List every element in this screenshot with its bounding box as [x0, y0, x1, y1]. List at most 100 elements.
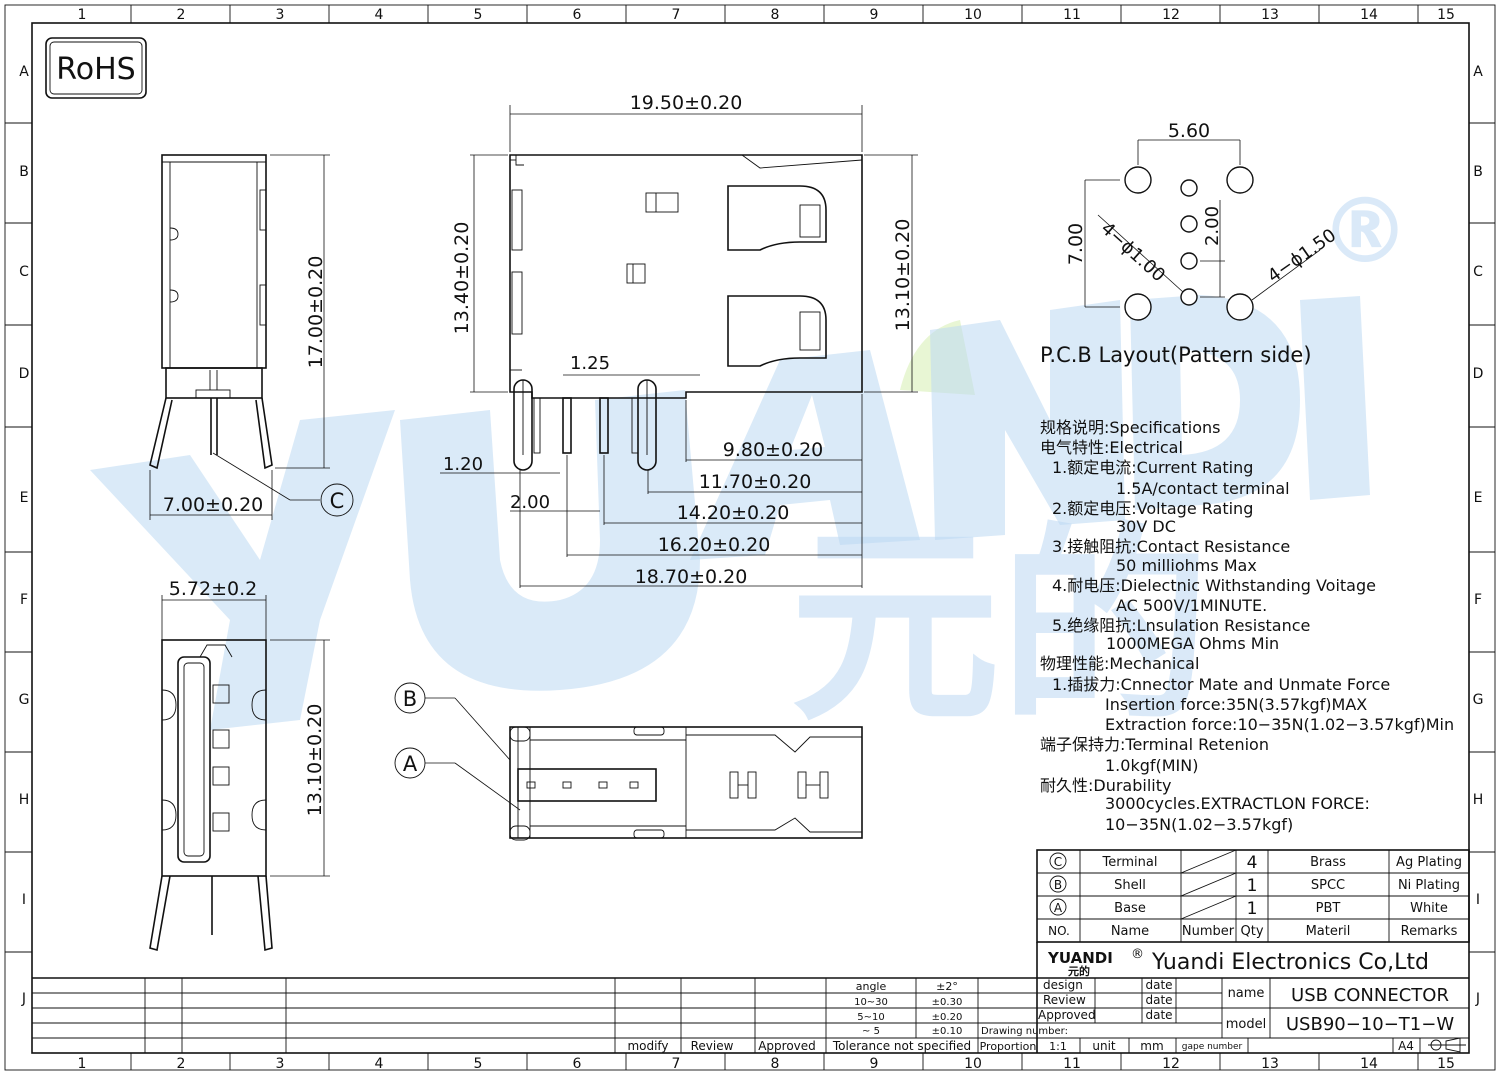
- tb-proportion: Proportion: [980, 1040, 1037, 1053]
- grid-col-label: 2: [177, 1056, 186, 1072]
- grid-row-label: F: [20, 592, 28, 608]
- tb-size: A4: [1398, 1039, 1414, 1053]
- inner-frame: [31, 22, 1470, 1054]
- grid-row-label: G: [19, 692, 30, 708]
- dim-pcb-height: 7.00: [1065, 223, 1087, 265]
- grid-col-label: 10: [964, 1056, 982, 1072]
- bom-header-material: Materil: [1306, 924, 1351, 939]
- spec-line: 1.额定电流:Current Rating: [1052, 458, 1253, 477]
- bom-name: Shell: [1114, 878, 1146, 893]
- tb-drawing-number: Drawing number:: [981, 1026, 1068, 1037]
- side-view-notch: [169, 289, 179, 303]
- grid-col-label: 13: [1261, 7, 1279, 23]
- top-view-outline: [509, 154, 863, 399]
- tb-company: Yuandi Electronics Co,Ltd: [1151, 950, 1429, 975]
- title-block: modify Review Approved angle ±2° 10~30±0…: [32, 942, 1469, 1053]
- tb-date: date: [1145, 993, 1172, 1007]
- watermark-chinese: 元的: [790, 505, 1210, 750]
- top-view-window: [645, 192, 679, 213]
- bom-qty: 1: [1247, 876, 1258, 896]
- pcb-small-hole: [1180, 179, 1198, 197]
- tol-angle: angle: [856, 980, 887, 993]
- bottom-view-clip: [819, 771, 829, 799]
- bom-remarks: Ag Plating: [1396, 855, 1462, 870]
- bottom-view-tab: [633, 829, 665, 839]
- watermark-letter-d: [1130, 295, 1300, 510]
- spec-line: 3000cycles.EXTRACTLON FORCE:: [1105, 794, 1370, 813]
- spec-line: 1.0kgf(MIN): [1105, 756, 1198, 775]
- spec-line: 3.接触阻抗:Contact Resistance: [1052, 537, 1290, 556]
- bottom-view-corner: [509, 726, 531, 742]
- spec-line: 电气特性:Electrical: [1040, 438, 1183, 457]
- bom-header-remarks: Remarks: [1401, 924, 1458, 939]
- grid-row-label: E: [1474, 490, 1483, 506]
- grid-row-label: F: [1474, 592, 1482, 608]
- pcb-small-hole: [1180, 288, 1198, 306]
- spec-line: Extraction force:10−35N(1.02−3.57kgf)Min: [1105, 715, 1454, 734]
- dim-top-left-height: 13.40±0.20: [451, 222, 473, 335]
- top-view-slot: [511, 189, 523, 251]
- rev-approved: Approved: [758, 1039, 816, 1053]
- watermark-letter-y: [90, 410, 395, 730]
- grid-col-label: 3: [276, 1056, 285, 1072]
- front-view-contact: [212, 766, 230, 786]
- spec-line: AC 500V/1MINUTE.: [1116, 596, 1267, 615]
- spec-line: 50 milliohms Max: [1116, 556, 1257, 575]
- spec-line: 2.额定电压:Voltage Rating: [1052, 499, 1253, 518]
- dim-d5: 18.70±0.20: [635, 566, 748, 588]
- grid-col-label: 8: [771, 7, 780, 23]
- pcb-large-hole: [1226, 166, 1254, 194]
- bom-header-qty: Qty: [1240, 924, 1263, 939]
- front-view-key: [199, 644, 233, 658]
- side-view-tab: [195, 389, 231, 399]
- dim-pcb-pitch: 2.00: [1202, 206, 1223, 246]
- tb-logo-cn: 元的: [1068, 964, 1090, 978]
- grid-row-label: B: [19, 164, 29, 180]
- grid-row-label: B: [1473, 164, 1483, 180]
- bottom-view-contact: [598, 781, 608, 789]
- front-view-shell: [161, 639, 267, 877]
- tb-logo-reg: ®: [1131, 947, 1144, 962]
- pcb-large-hole: [1226, 293, 1254, 321]
- top-view-pin: [533, 397, 541, 454]
- spec-line: 30V DC: [1116, 517, 1176, 536]
- side-view-latch: [259, 189, 267, 231]
- dim-pin-offset: 1.20: [443, 454, 483, 475]
- callout-b-label: B: [403, 687, 417, 711]
- grid-col-label: 6: [573, 1056, 582, 1072]
- bottom-view-clip: [797, 771, 807, 799]
- grid-row-label: I: [22, 892, 26, 908]
- grid-col-label: 5: [474, 1056, 483, 1072]
- dim-pcb-width: 5.60: [1168, 120, 1210, 142]
- bottom-view-spring: [686, 817, 862, 833]
- tb-model-value: USB90−10−T1−W: [1286, 1014, 1454, 1035]
- callout-c: [320, 483, 354, 517]
- bom-no-circle: [1049, 875, 1067, 893]
- rohs-outer-box: [45, 37, 147, 99]
- rev-review: Review: [691, 1039, 734, 1053]
- tb-date: date: [1145, 978, 1172, 992]
- rev-modify: modify: [627, 1039, 668, 1053]
- callout-c-label: C: [330, 489, 345, 513]
- bom-remarks: Ni Plating: [1398, 878, 1460, 893]
- bom-diagonal: [1180, 872, 1237, 897]
- spec-line: 端子保持力:Terminal Retenion: [1040, 735, 1269, 754]
- grid-col-label: 6: [573, 7, 582, 23]
- bom-material: PBT: [1316, 901, 1341, 916]
- grid-col-label: 11: [1063, 1056, 1081, 1072]
- grid-labels: 1122334455667788991010111112121313141415…: [5, 5, 1495, 1072]
- grid-col-label: 15: [1437, 7, 1455, 23]
- tol-range: 5~10: [857, 1012, 884, 1023]
- dim-d4: 16.20±0.20: [658, 534, 771, 556]
- grid-col-label: 15: [1437, 1056, 1455, 1072]
- grid-col-label: 1: [78, 1056, 87, 1072]
- front-view: 5.72±0.2 13.10±0.20: [149, 578, 330, 952]
- side-view: 17.00±0.20 7.00±0.20 C: [149, 154, 354, 520]
- side-view-notch: [169, 227, 179, 241]
- bom-qty: 1: [1247, 899, 1258, 919]
- tb-mm: mm: [1140, 1039, 1163, 1053]
- sheet-border: [4, 4, 1496, 1071]
- grid-col-label: 14: [1360, 1056, 1378, 1072]
- rohs-mark: RoHS: [45, 37, 147, 99]
